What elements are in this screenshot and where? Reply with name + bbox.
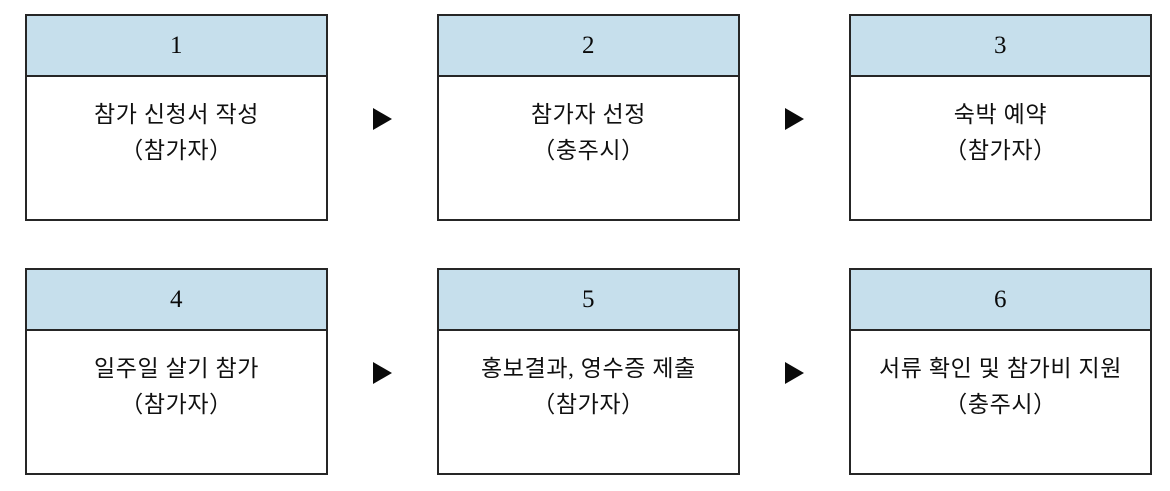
connector-5-to-6	[740, 268, 849, 475]
process-node-5-title: 홍보결과, 영수증 제출	[481, 356, 696, 381]
process-node-5-actor: （참가자）	[532, 392, 645, 418]
process-node-3-actor: （참가자）	[944, 138, 1057, 164]
process-node-1-header: 1	[27, 16, 326, 77]
process-node-6-title: 서류 확인 및 참가비 지원	[879, 356, 1122, 381]
process-node-4-number: 4	[170, 286, 183, 313]
process-node-6-actor: （충주시）	[944, 392, 1057, 418]
row-lead-spacer	[0, 14, 25, 15]
process-node-4-actor: （참가자）	[120, 392, 233, 418]
process-node-4[interactable]: 4 일주일 살기 참가 （참가자）	[25, 268, 328, 475]
flow-row-2: 4 일주일 살기 참가 （참가자） 5 홍보결과, 영수증 제출 （참가자）	[0, 268, 1170, 475]
connector-1-to-2	[328, 14, 437, 221]
flow-row-1: 1 참가 신청서 작성 （참가자） 2 참가자 선정 （충주시） 3	[0, 14, 1170, 221]
process-node-4-body: 일주일 살기 참가 （참가자）	[27, 331, 326, 473]
process-node-3-number: 3	[994, 32, 1007, 59]
process-node-3[interactable]: 3 숙박 예약 （참가자）	[849, 14, 1152, 221]
row-lead-spacer	[0, 268, 25, 269]
process-node-1-number: 1	[170, 32, 183, 59]
process-node-2-number: 2	[582, 32, 595, 59]
process-node-3-body: 숙박 예약 （참가자）	[851, 77, 1150, 219]
process-node-5[interactable]: 5 홍보결과, 영수증 제출 （참가자）	[437, 268, 740, 475]
process-node-4-header: 4	[27, 270, 326, 331]
connector-2-to-3	[740, 14, 849, 221]
process-node-2-title: 참가자 선정	[530, 102, 647, 127]
process-node-3-title: 숙박 예약	[953, 102, 1048, 127]
connector-4-to-5	[328, 268, 437, 475]
process-node-5-number: 5	[582, 286, 595, 313]
process-node-4-title: 일주일 살기 참가	[93, 356, 260, 381]
right-triangle-arrow-icon	[373, 108, 392, 130]
process-node-6[interactable]: 6 서류 확인 및 참가비 지원 （충주시）	[849, 268, 1152, 475]
process-node-2-actor: （충주시）	[532, 138, 645, 164]
process-node-6-body: 서류 확인 및 참가비 지원 （충주시）	[851, 331, 1150, 473]
process-node-2-body: 참가자 선정 （충주시）	[439, 77, 738, 219]
process-node-6-header: 6	[851, 270, 1150, 331]
process-node-1-title: 참가 신청서 작성	[93, 102, 260, 127]
process-node-1[interactable]: 1 참가 신청서 작성 （참가자）	[25, 14, 328, 221]
right-triangle-arrow-icon	[785, 108, 804, 130]
process-node-1-body: 참가 신청서 작성 （참가자）	[27, 77, 326, 219]
process-node-5-header: 5	[439, 270, 738, 331]
process-node-2-header: 2	[439, 16, 738, 77]
process-node-3-header: 3	[851, 16, 1150, 77]
process-node-6-number: 6	[994, 286, 1007, 313]
process-node-1-actor: （참가자）	[120, 138, 233, 164]
right-triangle-arrow-icon	[785, 362, 804, 384]
right-triangle-arrow-icon	[373, 362, 392, 384]
process-node-2[interactable]: 2 참가자 선정 （충주시）	[437, 14, 740, 221]
process-node-5-body: 홍보결과, 영수증 제출 （참가자）	[439, 331, 738, 473]
